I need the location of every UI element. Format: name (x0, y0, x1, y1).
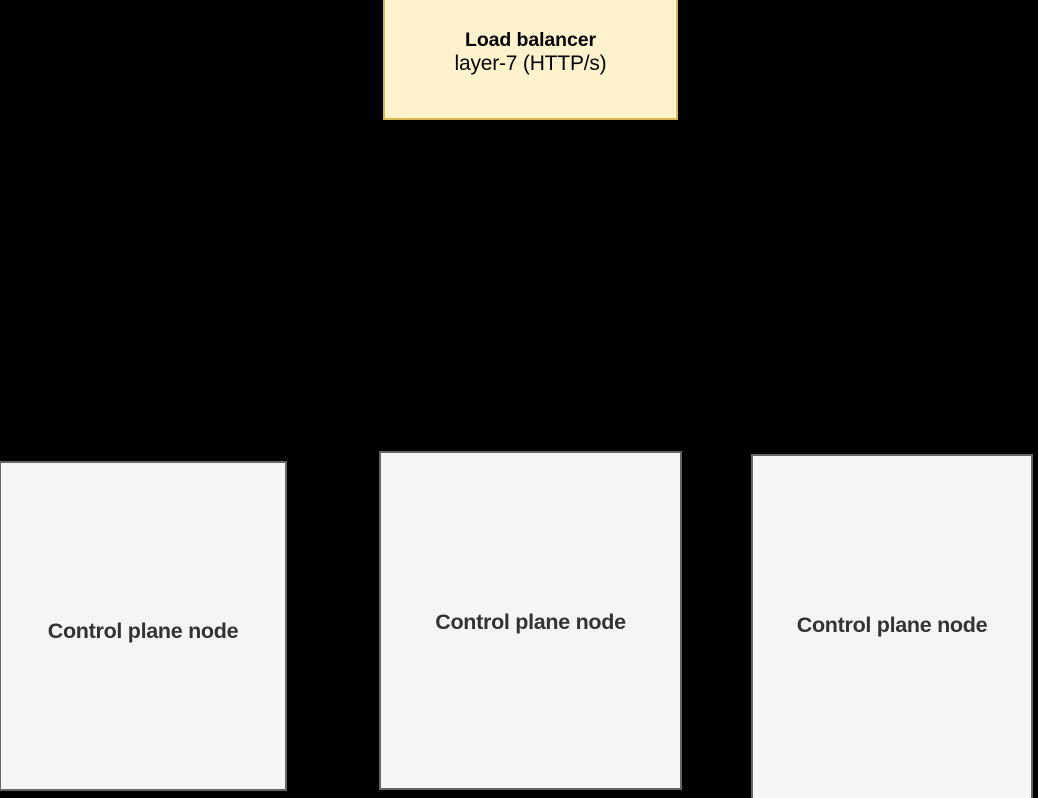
load-balancer-subtitle: layer-7 (HTTP/s) (454, 52, 607, 76)
node-control-plane-3[interactable]: Control plane node (751, 454, 1033, 798)
control-plane-2-label: Control plane node (435, 610, 626, 634)
node-control-plane-2[interactable]: Control plane node (379, 451, 682, 790)
control-plane-1-label: Control plane node (47, 619, 239, 643)
node-control-plane-1[interactable]: Control plane node (0, 461, 287, 791)
control-plane-3-label: Control plane node (796, 613, 988, 637)
node-load-balancer[interactable]: Load balancer layer-7 (HTTP/s) (383, 0, 678, 120)
load-balancer-title: Load balancer (465, 29, 596, 52)
